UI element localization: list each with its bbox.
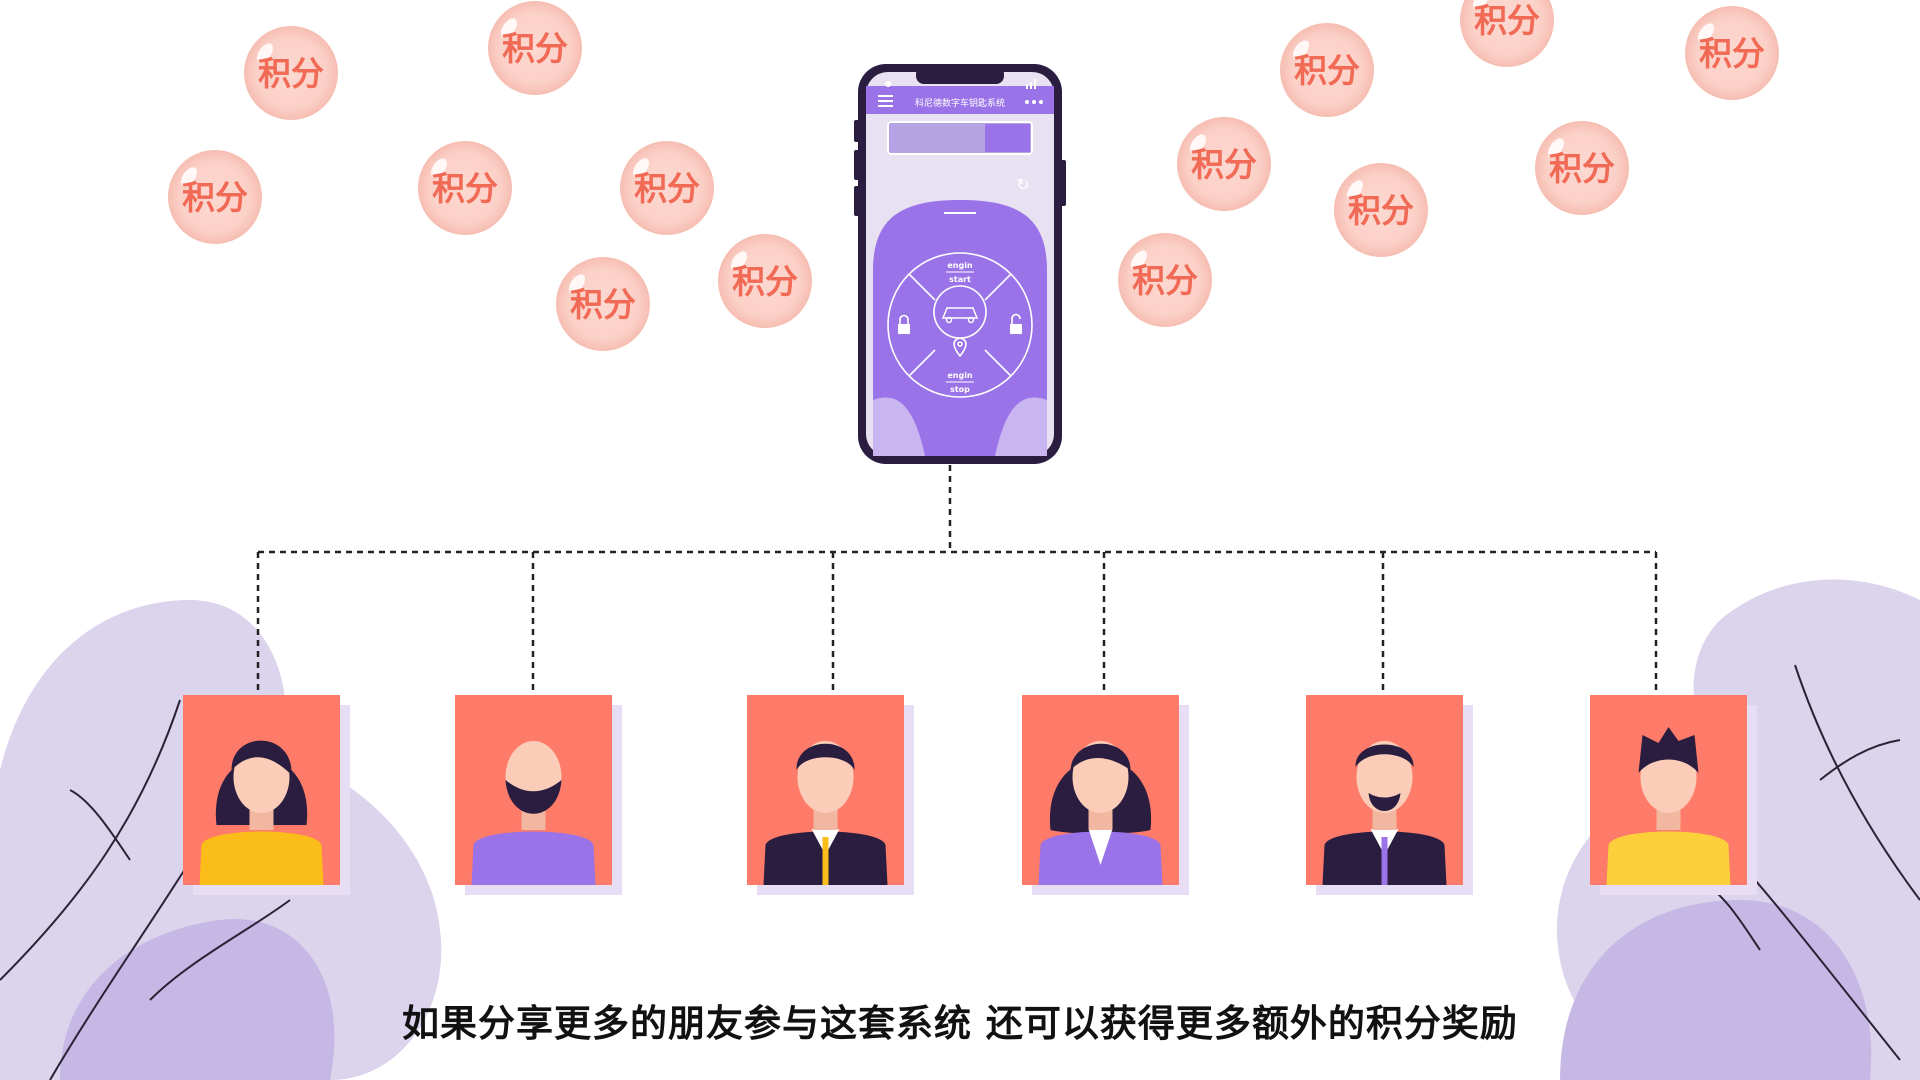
refresh-icon[interactable]: ↻: [1016, 175, 1029, 194]
points-bubble-label: 积分: [502, 29, 568, 68]
app-title: 科尼德数字车钥匙系统: [915, 97, 1005, 109]
points-bubble-label: 积分: [1699, 34, 1765, 73]
friend-woman-curly-hair[interactable]: [1022, 695, 1189, 895]
points-bubble: 积分: [620, 141, 714, 235]
points-bubble: 积分: [418, 141, 512, 235]
points-bubble: 积分: [1460, 0, 1554, 67]
caption: 如果分享更多的朋友参与这套系统 还可以获得更多额外的积分奖励: [0, 993, 1920, 1047]
points-bubble: 积分: [1118, 233, 1212, 327]
points-bubble: 积分: [1280, 23, 1374, 117]
share-connectors: [258, 465, 1656, 695]
engine-stop-button[interactable]: engin stop: [946, 371, 974, 394]
points-bubble-label: 积分: [1294, 51, 1360, 90]
points-bubble: 积分: [1685, 6, 1779, 100]
points-bubble-label: 积分: [732, 262, 798, 301]
svg-text:start: start: [949, 275, 971, 284]
points-bubble-label: 积分: [570, 285, 636, 324]
friend-bearded-man-in-suit[interactable]: [1306, 695, 1473, 895]
points-bubble-label: 积分: [1132, 261, 1198, 300]
friend-bald-bearded-man[interactable]: [455, 695, 622, 895]
friend-man-spiky-hair[interactable]: [1590, 695, 1757, 895]
svg-text:engin: engin: [947, 261, 973, 270]
more-options-icon[interactable]: [1025, 100, 1043, 104]
friend-woman-yellow-top[interactable]: [183, 695, 350, 895]
svg-text:stop: stop: [950, 385, 970, 394]
phone: 科尼德数字车钥匙系统 ↻ engin: [854, 64, 1066, 464]
engine-start-button[interactable]: engin start: [946, 261, 974, 284]
points-bubble: 积分: [488, 1, 582, 95]
points-bubble: 积分: [168, 150, 262, 244]
svg-text:engin: engin: [947, 371, 973, 380]
friend-man-in-suit[interactable]: [747, 695, 914, 895]
points-bubble-label: 积分: [182, 178, 248, 217]
points-bubble: 积分: [718, 234, 812, 328]
points-bubble: 积分: [1177, 117, 1271, 211]
points-bubble-label: 积分: [432, 169, 498, 208]
points-bubble-label: 积分: [1474, 1, 1540, 40]
points-bubble: 积分: [1334, 163, 1428, 257]
points-bubble-label: 积分: [1348, 191, 1414, 230]
points-bubble: 积分: [1535, 121, 1629, 215]
points-bubble-label: 积分: [1549, 149, 1615, 188]
points-bubble-label: 积分: [634, 169, 700, 208]
points-bubble-label: 积分: [258, 54, 324, 93]
points-bubble: 积分: [556, 257, 650, 351]
points-bubble: 积分: [244, 26, 338, 120]
points-bubble-label: 积分: [1191, 145, 1257, 184]
